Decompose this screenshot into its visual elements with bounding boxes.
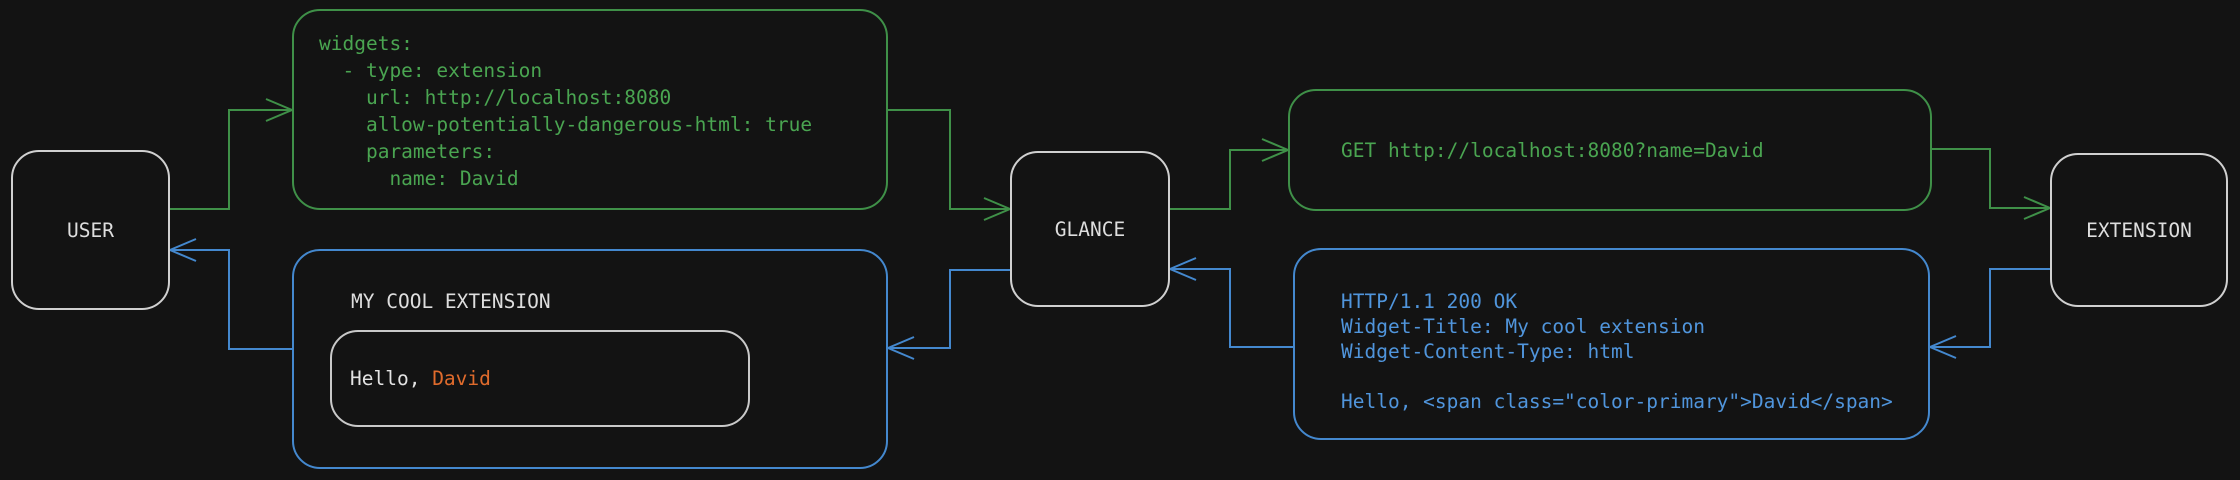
wire-user-to-config-route <box>170 109 292 210</box>
greeting-name: David <box>432 367 491 390</box>
glance-node: GLANCE <box>1010 151 1170 307</box>
http-request-box: GET http://localhost:8080?name=David <box>1288 89 1932 211</box>
http-request-code: GET http://localhost:8080?name=David <box>1341 138 1764 162</box>
wire-extension-to-response <box>1927 268 2050 359</box>
extension-node: EXTENSION <box>2050 153 2228 307</box>
wire-request-to-extension <box>1932 148 2053 220</box>
wire-extension-to-response-route <box>1930 268 2050 348</box>
widget-title: MY COOL EXTENSION <box>351 290 551 313</box>
widget-greeting-box: Hello, David <box>330 330 750 427</box>
wire-glance-to-widget-route <box>888 269 1010 349</box>
http-response-code: HTTP/1.1 200 OK Widget-Title: My cool ex… <box>1341 290 1893 413</box>
wire-response-to-glance-route <box>1170 268 1293 348</box>
arrowhead-left-icon <box>885 336 915 360</box>
arrowhead-left-icon <box>167 238 197 262</box>
arrowhead-left-icon <box>1167 257 1197 281</box>
wire-widget-to-user-route <box>170 249 292 350</box>
wire-config-to-glance <box>888 109 1013 221</box>
greeting-text: Hello, David <box>350 367 491 390</box>
user-node: USER <box>11 150 170 310</box>
extension-node-label: EXTENSION <box>2086 218 2192 242</box>
widget-preview-box: MY COOL EXTENSION Hello, David <box>292 249 888 469</box>
config-yaml-box: widgets: - type: extension url: http://l… <box>292 9 888 210</box>
config-yaml-code: widgets: - type: extension url: http://l… <box>319 32 813 190</box>
wire-response-to-glance <box>1167 257 1293 348</box>
arrowhead-left-icon <box>1927 335 1957 359</box>
wire-widget-to-user <box>167 238 292 350</box>
wire-glance-to-widget <box>885 269 1010 360</box>
greeting-prefix: Hello, <box>350 367 433 390</box>
wire-config-to-glance-route <box>888 109 1010 210</box>
http-response-box: HTTP/1.1 200 OK Widget-Title: My cool ex… <box>1293 248 1930 440</box>
user-node-label: USER <box>67 218 114 242</box>
wire-glance-to-request <box>1170 138 1291 210</box>
wire-glance-to-request-route <box>1170 149 1288 210</box>
wire-request-to-extension-route <box>1932 148 2050 209</box>
glance-node-label: GLANCE <box>1054 217 1126 241</box>
wire-user-to-config <box>170 98 295 210</box>
